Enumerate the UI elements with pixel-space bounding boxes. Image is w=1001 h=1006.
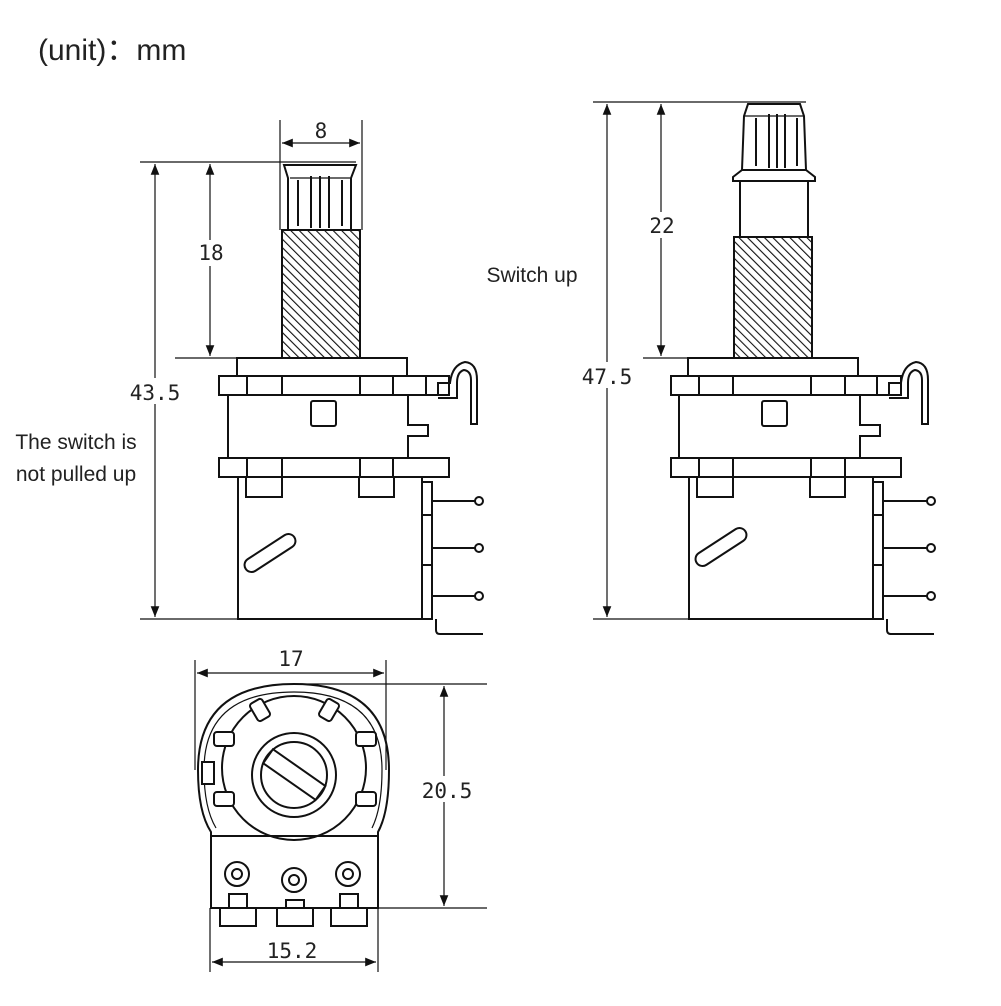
dim-43-5-label: 43.5 bbox=[130, 381, 181, 405]
dim-17-label: 17 bbox=[278, 647, 303, 671]
caption-switch-up: Switch up bbox=[486, 264, 577, 287]
shaft-cap-raised bbox=[732, 103, 816, 238]
dim-left-height: 18 43.5 The switch is not pulled up bbox=[2, 161, 356, 620]
dim-right-height: 22 47.5 Switch up bbox=[476, 101, 806, 620]
dim-47-5-label: 47.5 bbox=[582, 365, 633, 389]
shaft-slot bbox=[261, 747, 327, 802]
dim-8: 8 bbox=[279, 119, 363, 230]
pot-body-raised bbox=[670, 357, 936, 635]
dim-15-2: 15.2 bbox=[209, 908, 379, 972]
caption-not-pulled-line2: not pulled up bbox=[16, 463, 136, 486]
dim-22-label: 22 bbox=[649, 214, 674, 238]
dim-20-5: 20.5 bbox=[300, 683, 487, 909]
right-side-view: 22 47.5 Switch up bbox=[476, 101, 936, 635]
left-side-view: 8 18 43.5 The switch is not pulled up bbox=[2, 119, 484, 635]
dim-20-5-label: 20.5 bbox=[422, 779, 473, 803]
ring-notches bbox=[201, 697, 377, 807]
dim-18-label: 18 bbox=[198, 241, 223, 265]
threaded-shaft-raised bbox=[733, 236, 813, 359]
caption-not-pulled-line1: The switch is bbox=[15, 431, 136, 454]
pot-body bbox=[218, 357, 484, 635]
shaft-cap bbox=[282, 164, 358, 231]
dim-17: 17 bbox=[194, 647, 387, 770]
unit-label: (unit)：mm bbox=[38, 34, 186, 67]
dim-15-2-label: 15.2 bbox=[267, 939, 318, 963]
dim-8-label: 8 bbox=[315, 119, 328, 143]
front-view: 17 20.5 15.2 bbox=[194, 647, 487, 972]
terminals bbox=[219, 861, 368, 927]
threaded-shaft bbox=[281, 229, 361, 359]
